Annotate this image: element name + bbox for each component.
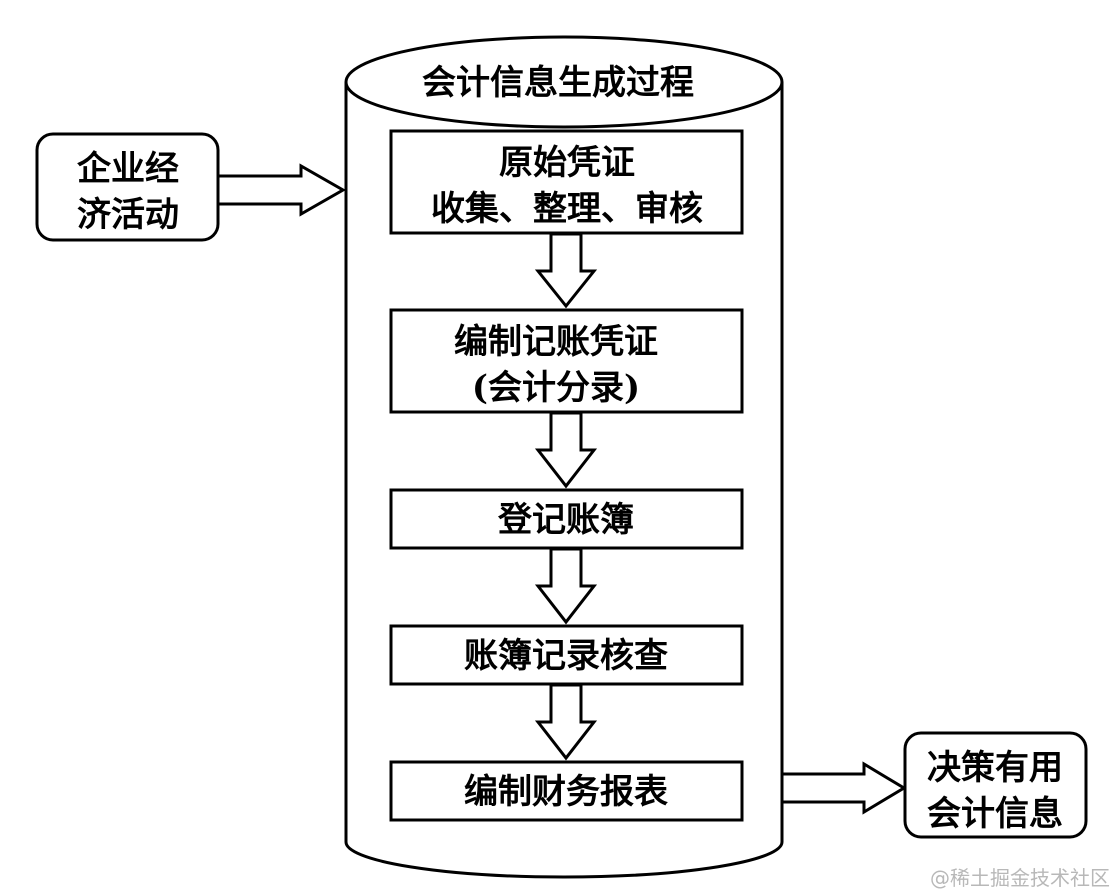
input-line-2: 济活动 bbox=[77, 195, 179, 235]
step-box-1 bbox=[389, 129, 744, 235]
step-1-line-2: 收集、整理、审核 bbox=[431, 189, 703, 229]
step-4-line-1: 账簿记录核查 bbox=[464, 636, 668, 676]
input-arrow bbox=[216, 163, 347, 217]
step-box-5 bbox=[389, 760, 744, 822]
step-5-line-1: 编制财务报表 bbox=[464, 772, 668, 812]
output-arrow bbox=[780, 761, 907, 815]
step-2-line-2: (会计分录) bbox=[472, 368, 640, 408]
down-arrow-4 bbox=[534, 683, 598, 761]
down-arrow-3 bbox=[534, 547, 598, 625]
output-box bbox=[903, 731, 1088, 839]
step-1-line-1: 原始凭证 bbox=[499, 143, 635, 183]
watermark-text: @稀土掘金技术社区 bbox=[930, 866, 1110, 890]
output-line-1: 决策有用 bbox=[927, 748, 1063, 788]
step-box-2 bbox=[389, 308, 744, 414]
cylinder-title: 会计信息生成过程 bbox=[422, 63, 694, 103]
output-line-2: 会计信息 bbox=[927, 794, 1063, 834]
step-box-4 bbox=[389, 624, 744, 686]
cylinder-top bbox=[344, 35, 784, 129]
down-arrow-1 bbox=[534, 232, 598, 309]
input-line-1: 企业经 bbox=[77, 149, 179, 189]
step-2-line-1: 编制记账凭证 bbox=[454, 322, 658, 362]
down-arrow-2 bbox=[534, 411, 598, 489]
step-3-line-1: 登记账簿 bbox=[497, 500, 634, 540]
